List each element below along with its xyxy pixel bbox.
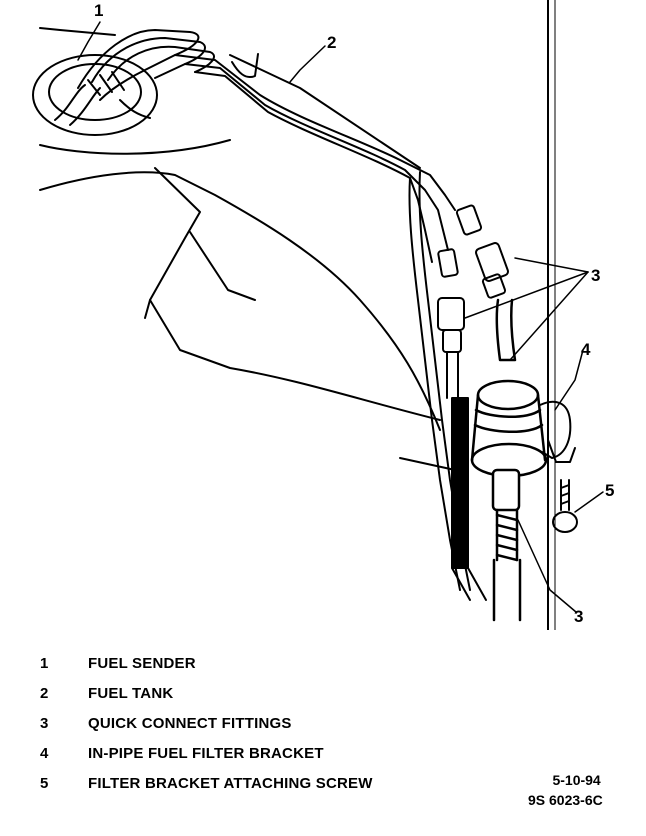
fuel-line-vertical — [451, 397, 487, 601]
fuel-filter — [470, 298, 548, 622]
legend-number: 3 — [40, 714, 49, 732]
legend-label: FILTER BRACKET ATTACHING SCREW — [88, 774, 373, 792]
legend-item: 4 IN-PIPE FUEL FILTER BRACKET — [40, 738, 373, 768]
figure-code: 9S 6023-6C — [528, 792, 603, 808]
callout-3-lower: 3 — [574, 607, 583, 626]
legend-item: 5 FILTER BRACKET ATTACHING SCREW — [40, 768, 373, 798]
legend-item: 3 QUICK CONNECT FITTINGS — [40, 708, 373, 738]
callout-3-upper: 3 — [591, 266, 600, 285]
fuel-system-diagram: 1 2 3 4 5 3 — [32, 0, 614, 630]
legend: 1 FUEL SENDER 2 FUEL TANK 3 QUICK CONNEC… — [40, 648, 373, 798]
legend-number: 4 — [40, 744, 49, 762]
fuel-sender — [32, 54, 158, 136]
legend-number: 2 — [40, 684, 49, 702]
legend-label: FUEL TANK — [88, 684, 174, 702]
legend-label: FUEL SENDER — [88, 654, 196, 672]
attaching-screw — [552, 479, 578, 533]
upper-fittings — [437, 204, 509, 399]
callout-2: 2 — [327, 33, 336, 52]
legend-item: 1 FUEL SENDER — [40, 648, 373, 678]
legend-number: 5 — [40, 774, 49, 792]
frame-rail — [547, 0, 556, 630]
callout-5: 5 — [605, 481, 614, 500]
callout-1: 1 — [94, 1, 103, 20]
fuel-tank-outline — [39, 27, 456, 471]
fuel-lines — [77, 29, 471, 591]
callout-4: 4 — [581, 340, 591, 359]
leader-lines — [77, 21, 604, 613]
figure-stamp: 5-10-94 9S 6023-6C — [528, 770, 603, 810]
figure-date: 5-10-94 — [552, 772, 601, 788]
filter-bracket — [539, 400, 576, 463]
legend-item: 2 FUEL TANK — [40, 678, 373, 708]
legend-number: 1 — [40, 654, 49, 672]
legend-label: IN-PIPE FUEL FILTER BRACKET — [88, 744, 324, 762]
legend-label: QUICK CONNECT FITTINGS — [88, 714, 292, 732]
